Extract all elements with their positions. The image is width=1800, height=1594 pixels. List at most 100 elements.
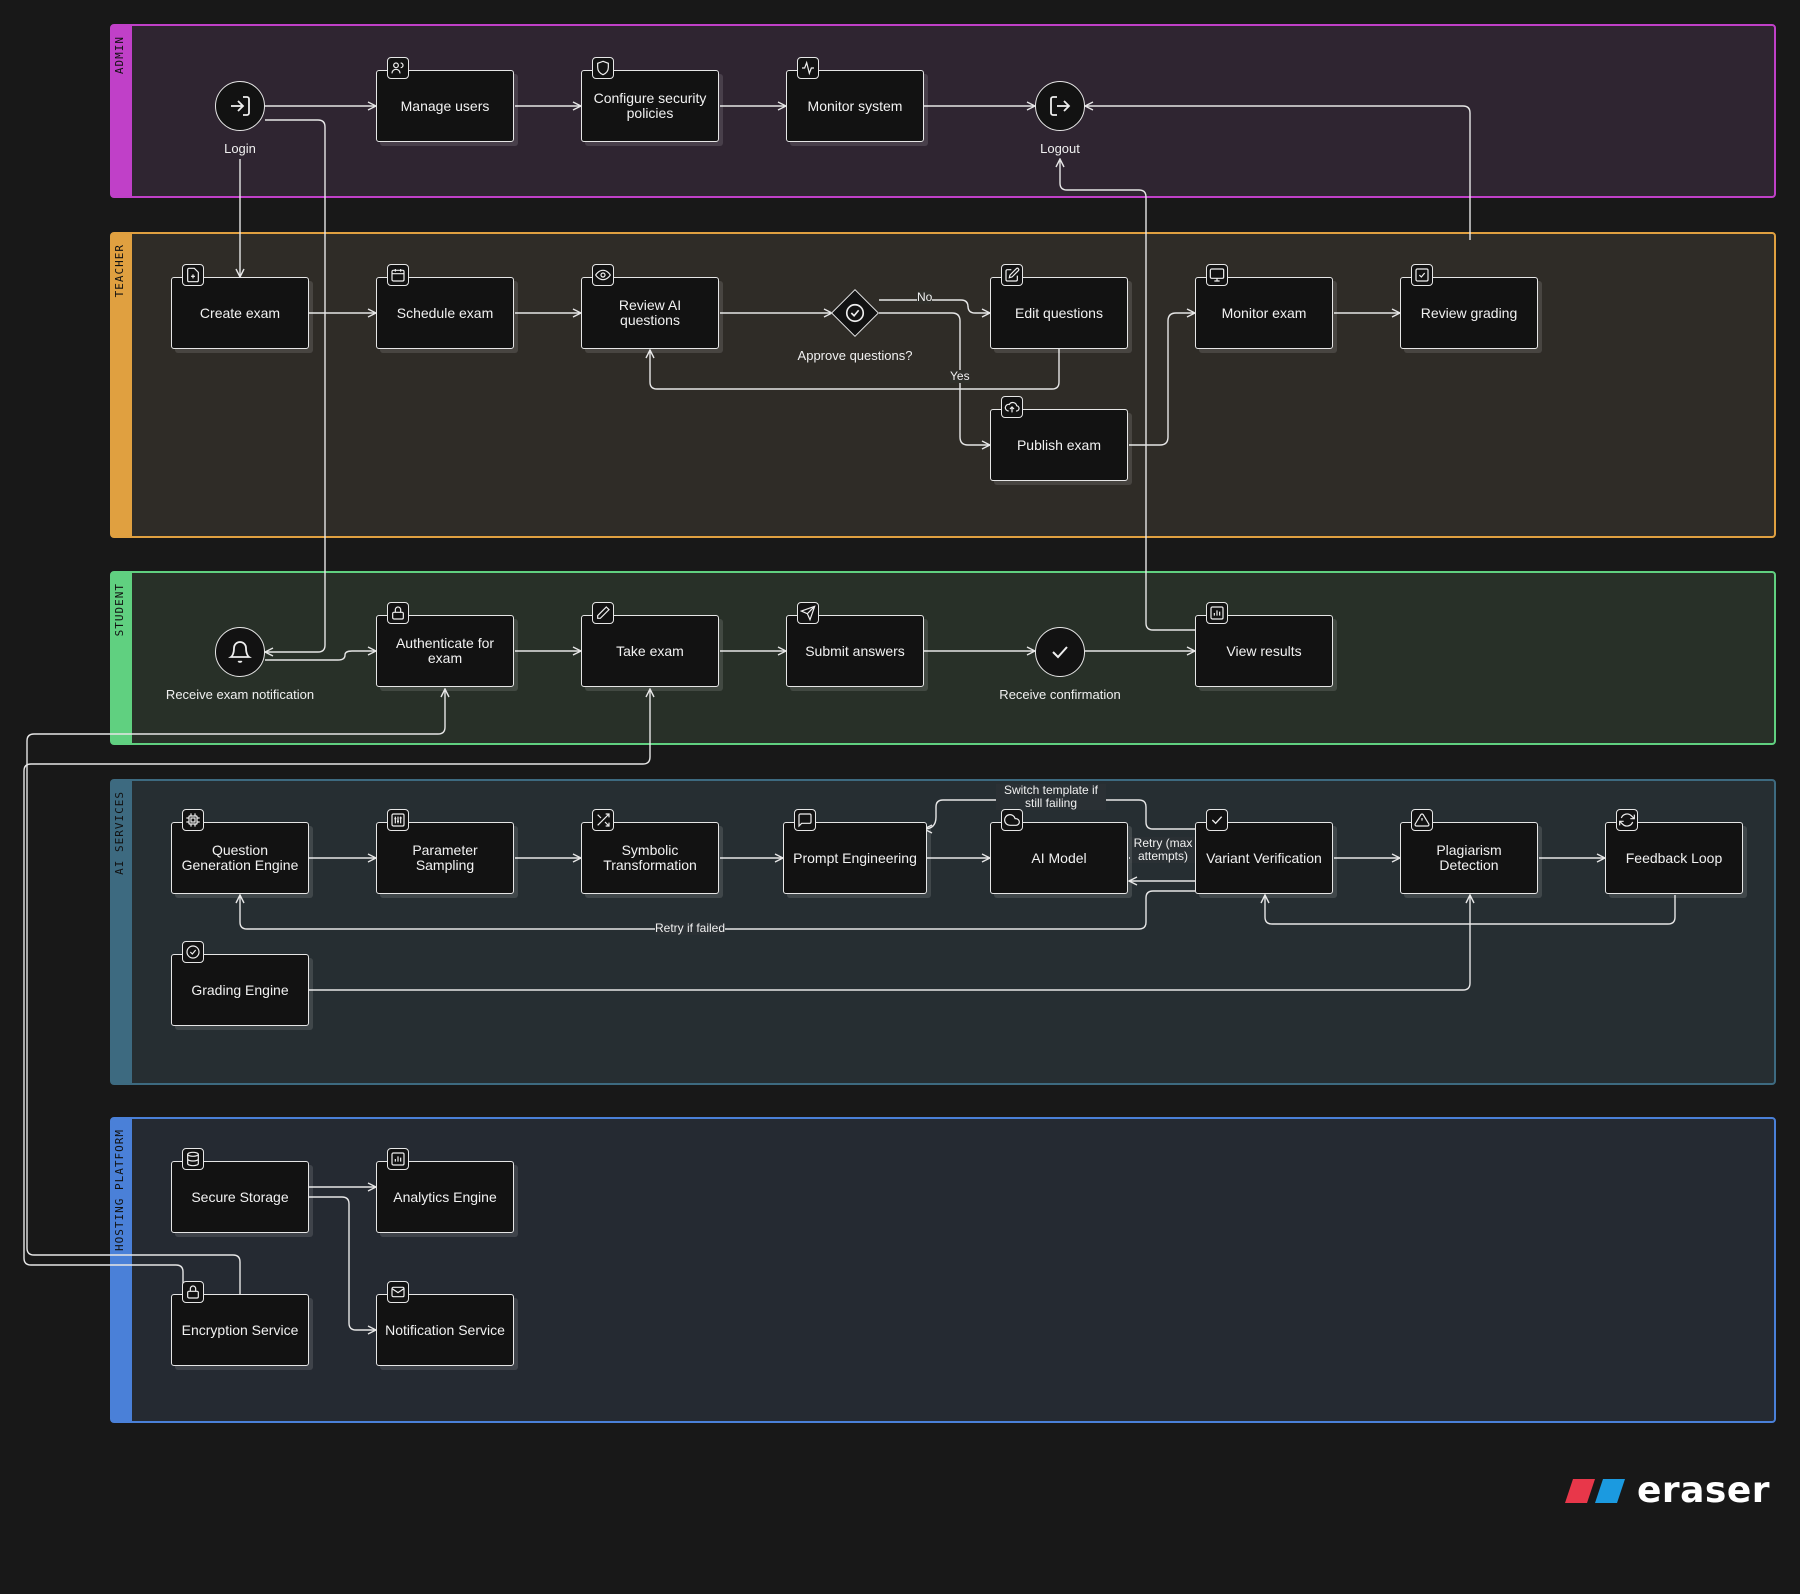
bell-icon — [228, 641, 252, 663]
secure-storage-label: Secure Storage — [191, 1188, 289, 1205]
eye-icon — [592, 264, 614, 286]
edit-icon — [1001, 264, 1023, 286]
view-results-label: View results — [1226, 642, 1302, 659]
edge-encryption-take — [23, 689, 650, 1294]
feedback-loop-label: Feedback Loop — [1625, 849, 1723, 866]
review-ai-questions-node[interactable]: Review AI questions — [581, 264, 719, 349]
question-generation-label: Question Generation Engine — [181, 842, 299, 873]
ai-model-node[interactable]: AI Model — [990, 809, 1128, 894]
edge-variant-prompt-switch — [924, 799, 1195, 829]
prompt-engineering-label: Prompt Engineering — [793, 849, 917, 866]
mail-icon — [387, 1281, 409, 1303]
feedback-loop-node[interactable]: Feedback Loop — [1605, 809, 1743, 894]
question-generation-node[interactable]: Question Generation Engine — [171, 809, 309, 894]
upload-cloud-icon — [1001, 396, 1023, 418]
login-label: Login — [224, 141, 256, 156]
monitor-icon — [1206, 264, 1228, 286]
review-ai-questions-label: Review AI questions — [618, 297, 682, 328]
submit-answers-label: Submit answers — [805, 642, 905, 659]
authenticate-node[interactable]: Authenticate for exam — [376, 602, 514, 687]
refresh-icon — [1616, 809, 1638, 831]
edge-label-retry-max: Retry (max attempts) — [1130, 837, 1196, 863]
notification-service-node[interactable]: Notification Service — [376, 1281, 514, 1366]
create-exam-node[interactable]: Create exam — [171, 264, 309, 349]
view-results-node[interactable]: View results — [1195, 602, 1333, 687]
edge-encryption-authenticate — [26, 689, 445, 1294]
monitor-exam-node[interactable]: Monitor exam — [1195, 264, 1333, 349]
check-icon — [1052, 646, 1068, 659]
authenticate-label: Authenticate for exam — [395, 635, 495, 666]
bar-chart-icon — [1206, 602, 1228, 624]
send-icon — [797, 602, 819, 624]
parameter-sampling-node[interactable]: Parameter Sampling — [376, 809, 514, 894]
file-plus-icon — [182, 264, 204, 286]
grading-engine-label: Grading Engine — [191, 981, 289, 998]
analytics-engine-label: Analytics Engine — [393, 1188, 497, 1205]
approve-questions-decision[interactable] — [830, 288, 880, 338]
edge-notification-authenticate — [265, 651, 376, 661]
edge-storage-notification — [309, 1196, 376, 1330]
edge-login-notification — [265, 119, 326, 652]
login-node[interactable] — [215, 81, 265, 131]
edit-questions-label: Edit questions — [1015, 304, 1103, 321]
monitor-system-node[interactable]: Monitor system — [786, 57, 924, 142]
notification-service-label: Notification Service — [385, 1321, 505, 1338]
create-exam-label: Create exam — [199, 304, 281, 321]
receive-confirmation-label: Receive confirmation — [999, 687, 1121, 702]
lock-icon — [182, 1281, 204, 1303]
check-icon — [1206, 809, 1228, 831]
publish-exam-node[interactable]: Publish exam — [990, 396, 1128, 481]
cpu-icon — [182, 809, 204, 831]
edge-label-yes: Yes — [950, 369, 970, 383]
cloud-icon — [1001, 809, 1023, 831]
manage-users-node[interactable]: Manage users — [376, 57, 514, 142]
configure-security-node[interactable]: Configure security policies — [581, 57, 719, 142]
edge-variant-qge-retry — [240, 890, 1195, 930]
edit-questions-node[interactable]: Edit questions — [990, 264, 1128, 349]
logout-icon — [1050, 96, 1071, 116]
users-icon — [387, 57, 409, 79]
prompt-engineering-node[interactable]: Prompt Engineering — [783, 809, 927, 894]
take-exam-node[interactable]: Take exam — [581, 602, 719, 687]
submit-answers-node[interactable]: Submit answers — [786, 602, 924, 687]
review-grading-node[interactable]: Review grading — [1400, 264, 1538, 349]
message-square-icon — [794, 809, 816, 831]
schedule-exam-node[interactable]: Schedule exam — [376, 264, 514, 349]
variant-verification-node[interactable]: Variant Verification — [1195, 809, 1333, 894]
parameter-sampling-label: Parameter Sampling — [412, 842, 478, 873]
edge-label-retry-failed: Retry if failed — [655, 921, 726, 935]
encryption-service-node[interactable]: Encryption Service — [171, 1281, 309, 1366]
symbolic-transformation-node[interactable]: Symbolic Transformation — [581, 809, 719, 894]
publish-exam-label: Publish exam — [1016, 436, 1102, 453]
receive-notification-node[interactable] — [215, 627, 265, 677]
variant-verification-label: Variant Verification — [1206, 849, 1322, 866]
encryption-service-label: Encryption Service — [181, 1321, 299, 1338]
manage-users-label: Manage users — [400, 97, 490, 114]
take-exam-label: Take exam — [616, 642, 684, 659]
edge-label-switch-template: Switch template if still failing — [996, 784, 1106, 810]
calendar-icon — [387, 264, 409, 286]
plagiarism-detection-label: Plagiarism Detection — [1436, 842, 1502, 873]
receive-notification-label: Receive exam notification — [165, 687, 315, 702]
grading-engine-node[interactable]: Grading Engine — [171, 941, 309, 1026]
monitor-system-label: Monitor system — [807, 97, 903, 114]
edge-approve-publish-yes — [879, 312, 990, 445]
logout-label: Logout — [1040, 141, 1080, 156]
edge-edit-review — [650, 349, 1060, 390]
plagiarism-detection-node[interactable]: Plagiarism Detection — [1400, 809, 1538, 894]
eraser-logo-mark — [1563, 1477, 1627, 1505]
eraser-logo: eraser — [1563, 1470, 1770, 1511]
login-icon — [231, 96, 250, 116]
shuffle-icon — [592, 809, 614, 831]
analytics-engine-node[interactable]: Analytics Engine — [376, 1148, 514, 1233]
lock-icon — [387, 602, 409, 624]
monitor-exam-label: Monitor exam — [1221, 304, 1307, 321]
logout-node[interactable] — [1035, 81, 1085, 131]
bar-chart-icon — [387, 1148, 409, 1170]
receive-confirmation-node[interactable] — [1035, 627, 1085, 677]
edge-publish-monitor — [1129, 313, 1195, 446]
ai-model-label: AI Model — [1031, 849, 1087, 866]
eraser-logo-text: eraser — [1636, 1470, 1770, 1511]
secure-storage-node[interactable]: Secure Storage — [171, 1148, 309, 1233]
